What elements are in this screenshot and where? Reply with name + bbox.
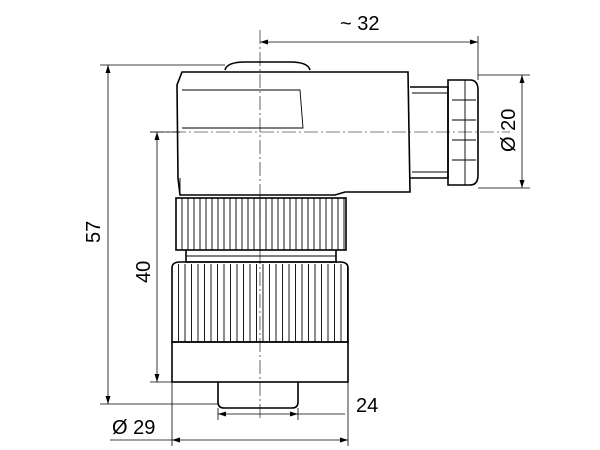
dimension-thread-size: 24: [217, 395, 378, 420]
upper-knurl-ring: [175, 197, 347, 251]
dimension-label-total-height: 57: [83, 221, 105, 243]
pin-insert: [217, 382, 299, 409]
dimension-label-width: ~ 32: [340, 13, 379, 35]
dimension-total-height: 57: [83, 64, 225, 405]
dimension-label-cable-diameter: Ø 20: [498, 109, 520, 152]
dimension-label-thread-size: 24: [356, 395, 378, 417]
neck: [185, 250, 337, 263]
dimension-label-coupling-diameter: Ø 29: [112, 417, 155, 439]
center-lines: [150, 30, 510, 420]
dimension-cable-diameter: Ø 20: [478, 74, 530, 189]
coupling-nut: [171, 261, 349, 343]
dimension-width-top: ~ 32: [260, 13, 479, 80]
dimension-label-coupling-height: 40: [133, 261, 155, 283]
cable-gland: [410, 79, 479, 186]
dimension-coupling-diameter: Ø 29: [110, 382, 349, 446]
dimension-coupling-height: 40: [133, 131, 180, 383]
housing: [176, 61, 411, 196]
